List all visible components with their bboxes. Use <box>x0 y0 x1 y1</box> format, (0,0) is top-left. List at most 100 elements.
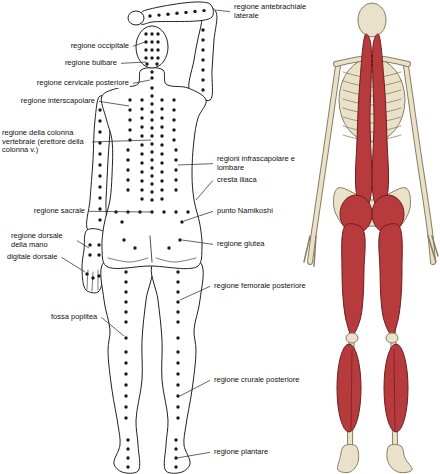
rib <box>343 135 401 141</box>
pressure-point <box>172 118 175 121</box>
clavicle-outline <box>336 58 408 64</box>
pressure-point <box>201 78 204 81</box>
pressure-point <box>176 300 179 303</box>
leader-line <box>196 180 213 200</box>
pressure-point <box>174 148 177 151</box>
pressure-point <box>157 13 160 16</box>
muscle-line <box>351 350 352 430</box>
hand-bone <box>432 236 438 256</box>
pressure-point <box>176 310 179 313</box>
pressure-point <box>140 125 143 128</box>
pressure-point <box>201 48 204 51</box>
pressure-point <box>174 465 177 468</box>
pressure-point <box>98 119 101 122</box>
pressure-point <box>140 188 143 191</box>
pressure-point <box>150 102 153 105</box>
region-label: regione plantare <box>213 448 269 457</box>
pressure-point <box>124 270 127 273</box>
pressure-point <box>98 163 101 166</box>
pressure-point <box>176 361 179 364</box>
pressure-point <box>174 158 177 161</box>
pressure-point <box>128 98 131 101</box>
pressure-point <box>128 128 131 131</box>
pressure-point <box>124 394 127 397</box>
clavicle <box>336 58 408 64</box>
region-label: regione sacrale <box>33 207 86 216</box>
pressure-point <box>124 290 127 293</box>
leader-line <box>178 164 213 165</box>
pressure-point <box>98 174 101 177</box>
pressure-point <box>85 272 88 275</box>
pressure-point <box>98 207 101 210</box>
gluteal-fold <box>156 258 196 262</box>
pressure-point <box>160 107 163 110</box>
gluteal-cleft <box>150 236 152 262</box>
region-label: regione antebrachiale laterale <box>233 3 313 20</box>
leader-line <box>215 10 230 12</box>
pressure-point <box>174 438 177 441</box>
pressure-point <box>174 447 177 450</box>
pressure-point <box>150 142 153 145</box>
calf-muscle <box>337 344 361 432</box>
region-label: digitale dorsale <box>6 253 58 262</box>
pressure-point <box>160 179 163 182</box>
pressure-point <box>140 116 143 119</box>
pressure-point <box>144 56 147 59</box>
pressure-point <box>150 190 153 193</box>
pressure-point <box>150 182 153 185</box>
knee <box>386 333 398 343</box>
pressure-point <box>122 238 125 241</box>
gluteal-fold <box>108 258 148 262</box>
region-label: regione occipitale <box>70 42 130 51</box>
pressure-point <box>140 170 143 173</box>
arm-bone-outline <box>406 66 433 262</box>
pressure-point <box>176 394 179 397</box>
pressure-point <box>150 70 153 73</box>
pressure-point <box>150 48 153 51</box>
pressure-point <box>124 361 127 364</box>
pressure-point <box>98 196 101 199</box>
pressure-point <box>155 62 158 65</box>
pressure-point <box>124 405 127 408</box>
pressure-point <box>160 116 163 119</box>
pressure-point <box>114 210 117 213</box>
pressure-point <box>124 310 127 313</box>
pressure-point <box>150 110 153 113</box>
pressure-point <box>180 220 183 223</box>
pressure-point <box>150 94 153 97</box>
pressure-point <box>140 107 143 110</box>
fist <box>128 11 144 25</box>
pressure-point <box>166 13 169 16</box>
rib <box>343 117 401 123</box>
pressure-point <box>201 38 204 41</box>
foot <box>387 444 412 472</box>
pressure-point <box>150 32 153 35</box>
region-label: punto Namikoshi <box>216 207 274 216</box>
pressure-point <box>176 405 179 408</box>
pressure-point <box>175 12 178 15</box>
pressure-point <box>186 210 189 213</box>
pressure-point <box>140 179 143 182</box>
pressure-point <box>88 253 91 256</box>
pressure-point <box>176 416 179 419</box>
pressure-point <box>126 438 129 441</box>
pressure-point <box>150 56 153 59</box>
pressure-point <box>193 10 196 13</box>
pressure-point <box>160 161 163 164</box>
pressure-point <box>124 383 127 386</box>
pressure-point <box>126 447 129 450</box>
rib <box>343 108 401 114</box>
rib <box>343 81 401 87</box>
pressure-point <box>160 98 163 101</box>
pressure-point <box>150 198 153 201</box>
region-label: regione crurale posteriore <box>213 376 300 385</box>
pressure-point <box>88 243 91 246</box>
leader-line <box>133 42 145 46</box>
pressure-point <box>176 383 179 386</box>
body-outline <box>82 2 217 473</box>
pressure-point <box>91 276 94 279</box>
pressure-point <box>176 372 179 375</box>
hand-bone <box>304 236 310 262</box>
pressure-point <box>156 32 159 35</box>
pressure-point <box>124 336 127 339</box>
